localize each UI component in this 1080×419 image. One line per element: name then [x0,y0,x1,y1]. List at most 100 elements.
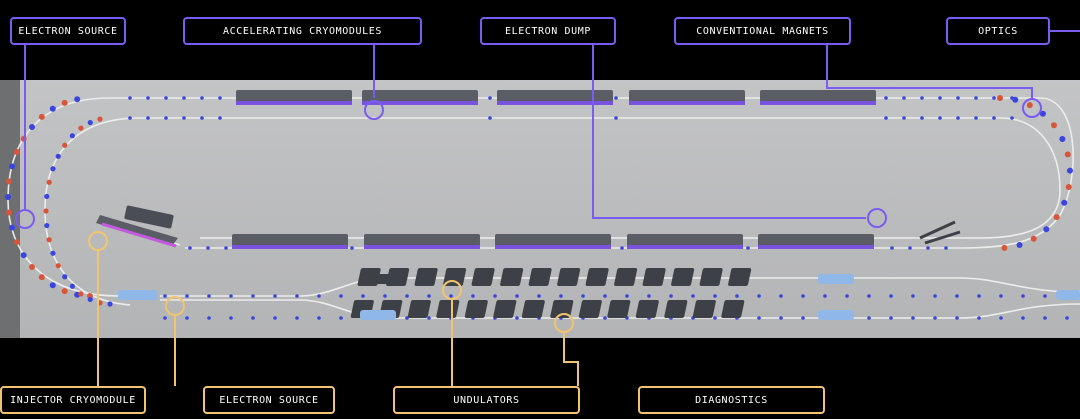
magnet [956,96,960,100]
magnet [427,316,431,320]
magnet [713,316,717,320]
undulator-segment [721,300,745,318]
magnet [1010,116,1014,120]
undulator-segment [642,268,666,286]
cryomodule-stripe [629,101,745,105]
cryomodule-body [760,90,876,102]
magnet [88,120,93,125]
magnet [1067,168,1073,174]
magnet [44,194,49,199]
magnet [14,149,20,155]
undulator-segment [692,300,716,318]
magnet [974,116,978,120]
magnet [185,294,189,298]
magnet [1051,122,1057,128]
magnet [559,294,563,298]
magnet [845,294,849,298]
magnet [1043,294,1047,298]
magnet [603,316,607,320]
magnet [9,225,15,231]
magnet [207,294,211,298]
magnet [164,96,168,100]
magnet [1065,151,1071,157]
magnet [47,237,52,242]
label-electron-dump: ELECTRON DUMP [480,17,616,45]
magnet [1012,97,1018,103]
magnet [229,316,233,320]
magnet [713,294,717,298]
magnet [938,116,942,120]
magnet [207,316,211,320]
magnet [427,294,431,298]
magnet [70,284,75,289]
magnet [39,274,45,280]
cryomodule-body [495,234,611,246]
diagnostic-station [818,310,854,320]
magnet [229,294,233,298]
cryomodule [232,234,348,249]
magnet [920,116,924,120]
magnet [1043,316,1047,320]
magnet [128,96,132,100]
label-optics: OPTICS [946,17,1050,45]
diagnostic-station [360,310,396,320]
magnet [911,294,915,298]
magnet [224,246,228,250]
magnet [669,294,673,298]
magnet [746,246,750,250]
undulator-segment [557,268,581,286]
cryomodule [758,234,874,249]
magnet [188,246,192,250]
magnet [890,246,894,250]
magnet [977,316,981,320]
magnet [614,96,618,100]
magnet [867,316,871,320]
magnet [182,116,186,120]
magnet [70,133,75,138]
magnet [163,294,167,298]
undulator-segment [699,268,723,286]
magnet [317,294,321,298]
magnet [779,294,783,298]
undulator-segment [671,268,695,286]
cryomodule-body [497,90,613,102]
diagnostic-station [360,274,396,284]
magnet [867,294,871,298]
magnet [603,294,607,298]
magnet [1054,214,1060,220]
magnet [317,316,321,320]
cryomodule-body [758,234,874,246]
magnet [9,163,15,169]
magnet [218,116,222,120]
magnet [200,96,204,100]
magnet [823,294,827,298]
label-electron-source-top: ELECTRON SOURCE [10,17,126,45]
magnet [251,316,255,320]
diagnostic-station [1056,290,1080,300]
magnet [955,316,959,320]
cryomodule-stripe [495,245,611,249]
magnet [62,288,68,294]
cryomodule-body [627,234,743,246]
magnet [29,124,35,130]
label-electron-source-bottom: ELECTRON SOURCE [203,386,335,414]
magnet [200,116,204,120]
magnet [933,316,937,320]
floor-edge [0,80,20,338]
undulator-segment [464,300,488,318]
magnet [182,96,186,100]
magnet [88,297,93,302]
magnet [999,294,1003,298]
magnet [56,263,61,268]
cryomodule [627,234,743,249]
cryomodule [760,90,876,105]
magnet [515,316,519,320]
cryomodule-body [364,234,480,246]
magnet [471,294,475,298]
magnet [78,291,83,296]
magnet [39,114,45,120]
cryomodule-stripe [232,245,348,249]
magnet [14,239,20,245]
magnet [908,246,912,250]
